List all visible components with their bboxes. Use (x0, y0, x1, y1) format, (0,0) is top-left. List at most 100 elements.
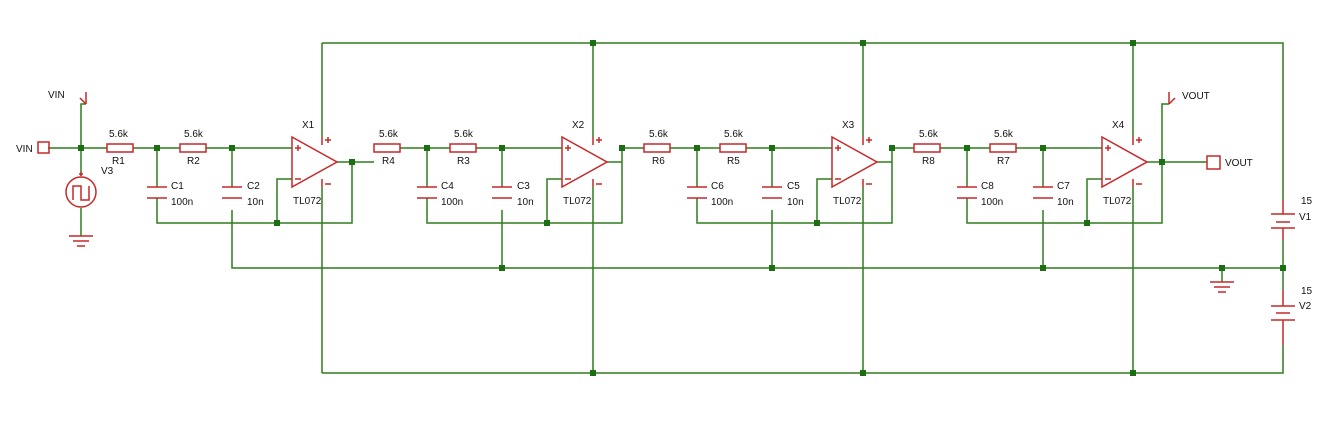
signal-source-v3[interactable]: V3 (65, 166, 114, 208)
c6-value: 100n (711, 197, 733, 208)
v1-ref: V1 (1299, 212, 1312, 223)
junction-dot (274, 220, 280, 226)
opamp-x2[interactable]: X2 TL072 (561, 120, 609, 207)
r3-ref: R3 (457, 156, 470, 167)
opamp-x3[interactable]: X3 TL072 (831, 120, 879, 207)
r1-value: 5.6k (109, 129, 129, 140)
junction-dot (349, 159, 355, 165)
r2-ref: R2 (187, 156, 200, 167)
r7-ref: R7 (997, 156, 1010, 167)
resistor-r5[interactable]: 5.6k R5 (719, 129, 747, 167)
c7-value: 10n (1057, 197, 1074, 208)
wire (546, 178, 562, 223)
x4-part: TL072 (1103, 196, 1132, 207)
vin-port[interactable] (37, 141, 50, 154)
junction-dot (860, 40, 866, 46)
junction-dot (1130, 370, 1136, 376)
resistor-r7[interactable]: 5.6k R7 (989, 129, 1017, 167)
c4-value: 100n (441, 197, 463, 208)
junction-dot (1159, 159, 1165, 165)
capacitor-c2[interactable]: C2 10n (222, 181, 264, 208)
junction-dot (424, 145, 430, 151)
battery-v1[interactable]: 15 V1 (1271, 196, 1313, 240)
r4-ref: R4 (382, 156, 395, 167)
wire (231, 210, 1283, 269)
wire (1161, 103, 1169, 162)
v1-value: 15 (1301, 196, 1313, 207)
vout-port[interactable] (1206, 155, 1221, 170)
r2-value: 5.6k (184, 129, 204, 140)
x4-ref: X4 (1112, 120, 1125, 131)
capacitor-c7[interactable]: C7 10n (1033, 181, 1074, 208)
opamp-x1[interactable]: X1 TL072 (291, 120, 339, 207)
junction-dot (154, 145, 160, 151)
vout-port-label: VOUT (1225, 158, 1253, 169)
vin-net-label: VIN (48, 90, 65, 101)
capacitor-c4[interactable]: C4 100n (417, 181, 463, 208)
junction-dot (1130, 40, 1136, 46)
junction-dot (1219, 265, 1225, 271)
wires (48, 42, 1284, 374)
c8-ref: C8 (981, 181, 994, 192)
resistor-r8[interactable]: 5.6k R8 (913, 129, 941, 167)
junctions (78, 40, 1286, 376)
v2-value: 15 (1301, 286, 1313, 297)
c4-ref: C4 (441, 181, 454, 192)
r8-value: 5.6k (919, 129, 939, 140)
resistor-r3[interactable]: 5.6k R3 (449, 129, 477, 167)
junction-dot (814, 220, 820, 226)
ground-symbol (1210, 281, 1234, 293)
resistor-r1[interactable]: 5.6k R1 (106, 129, 134, 167)
capacitor-c3[interactable]: C3 10n (492, 181, 534, 208)
r6-value: 5.6k (649, 129, 669, 140)
r7-value: 5.6k (994, 129, 1014, 140)
wire (816, 178, 832, 223)
r6-ref: R6 (652, 156, 665, 167)
junction-dot (499, 145, 505, 151)
junction-dot (1040, 145, 1046, 151)
junction-dot (1040, 265, 1046, 271)
resistor-r4[interactable]: 5.6k R4 (373, 129, 401, 167)
capacitor-c5[interactable]: C5 10n (762, 181, 804, 208)
capacitor-c1[interactable]: C1 100n (147, 181, 193, 208)
opamp-x4[interactable]: X4 TL072 (1101, 120, 1149, 207)
c6-ref: C6 (711, 181, 724, 192)
c8-value: 100n (981, 197, 1003, 208)
x3-part: TL072 (833, 196, 862, 207)
capacitor-c6[interactable]: C6 100n (687, 181, 733, 208)
x2-part: TL072 (563, 196, 592, 207)
junction-dot (769, 145, 775, 151)
wire (966, 162, 1163, 224)
resistor-r2[interactable]: 5.6k R2 (179, 129, 207, 167)
capacitor-c8[interactable]: C8 100n (957, 181, 1003, 208)
c2-ref: C2 (247, 181, 260, 192)
wire (322, 42, 1284, 200)
junction-dot (1280, 265, 1286, 271)
v3-ref: V3 (101, 166, 114, 177)
junction-dot (964, 145, 970, 151)
resistor-r6[interactable]: 5.6k R6 (643, 129, 671, 167)
junction-dot (544, 220, 550, 226)
ground-symbol (69, 235, 93, 247)
vout-net-flag (1168, 92, 1176, 105)
c1-value: 100n (171, 197, 193, 208)
vin-port-label: VIN (16, 144, 33, 155)
io: VIN VIN VOUT VOUT (16, 90, 1253, 170)
r5-value: 5.6k (724, 129, 744, 140)
wire (1086, 178, 1102, 223)
x1-part: TL072 (293, 196, 322, 207)
junction-dot (619, 145, 625, 151)
c3-value: 10n (517, 197, 534, 208)
r3-value: 5.6k (454, 129, 474, 140)
x1-ref: X1 (302, 120, 315, 131)
battery-v2[interactable]: 15 V2 (1271, 286, 1313, 345)
vout-net-label: VOUT (1182, 91, 1210, 102)
r5-ref: R5 (727, 156, 740, 167)
x2-ref: X2 (572, 120, 585, 131)
junction-dot (590, 370, 596, 376)
r1-ref: R1 (112, 156, 125, 167)
c5-ref: C5 (787, 181, 800, 192)
junction-dot (769, 265, 775, 271)
c1-ref: C1 (171, 181, 184, 192)
